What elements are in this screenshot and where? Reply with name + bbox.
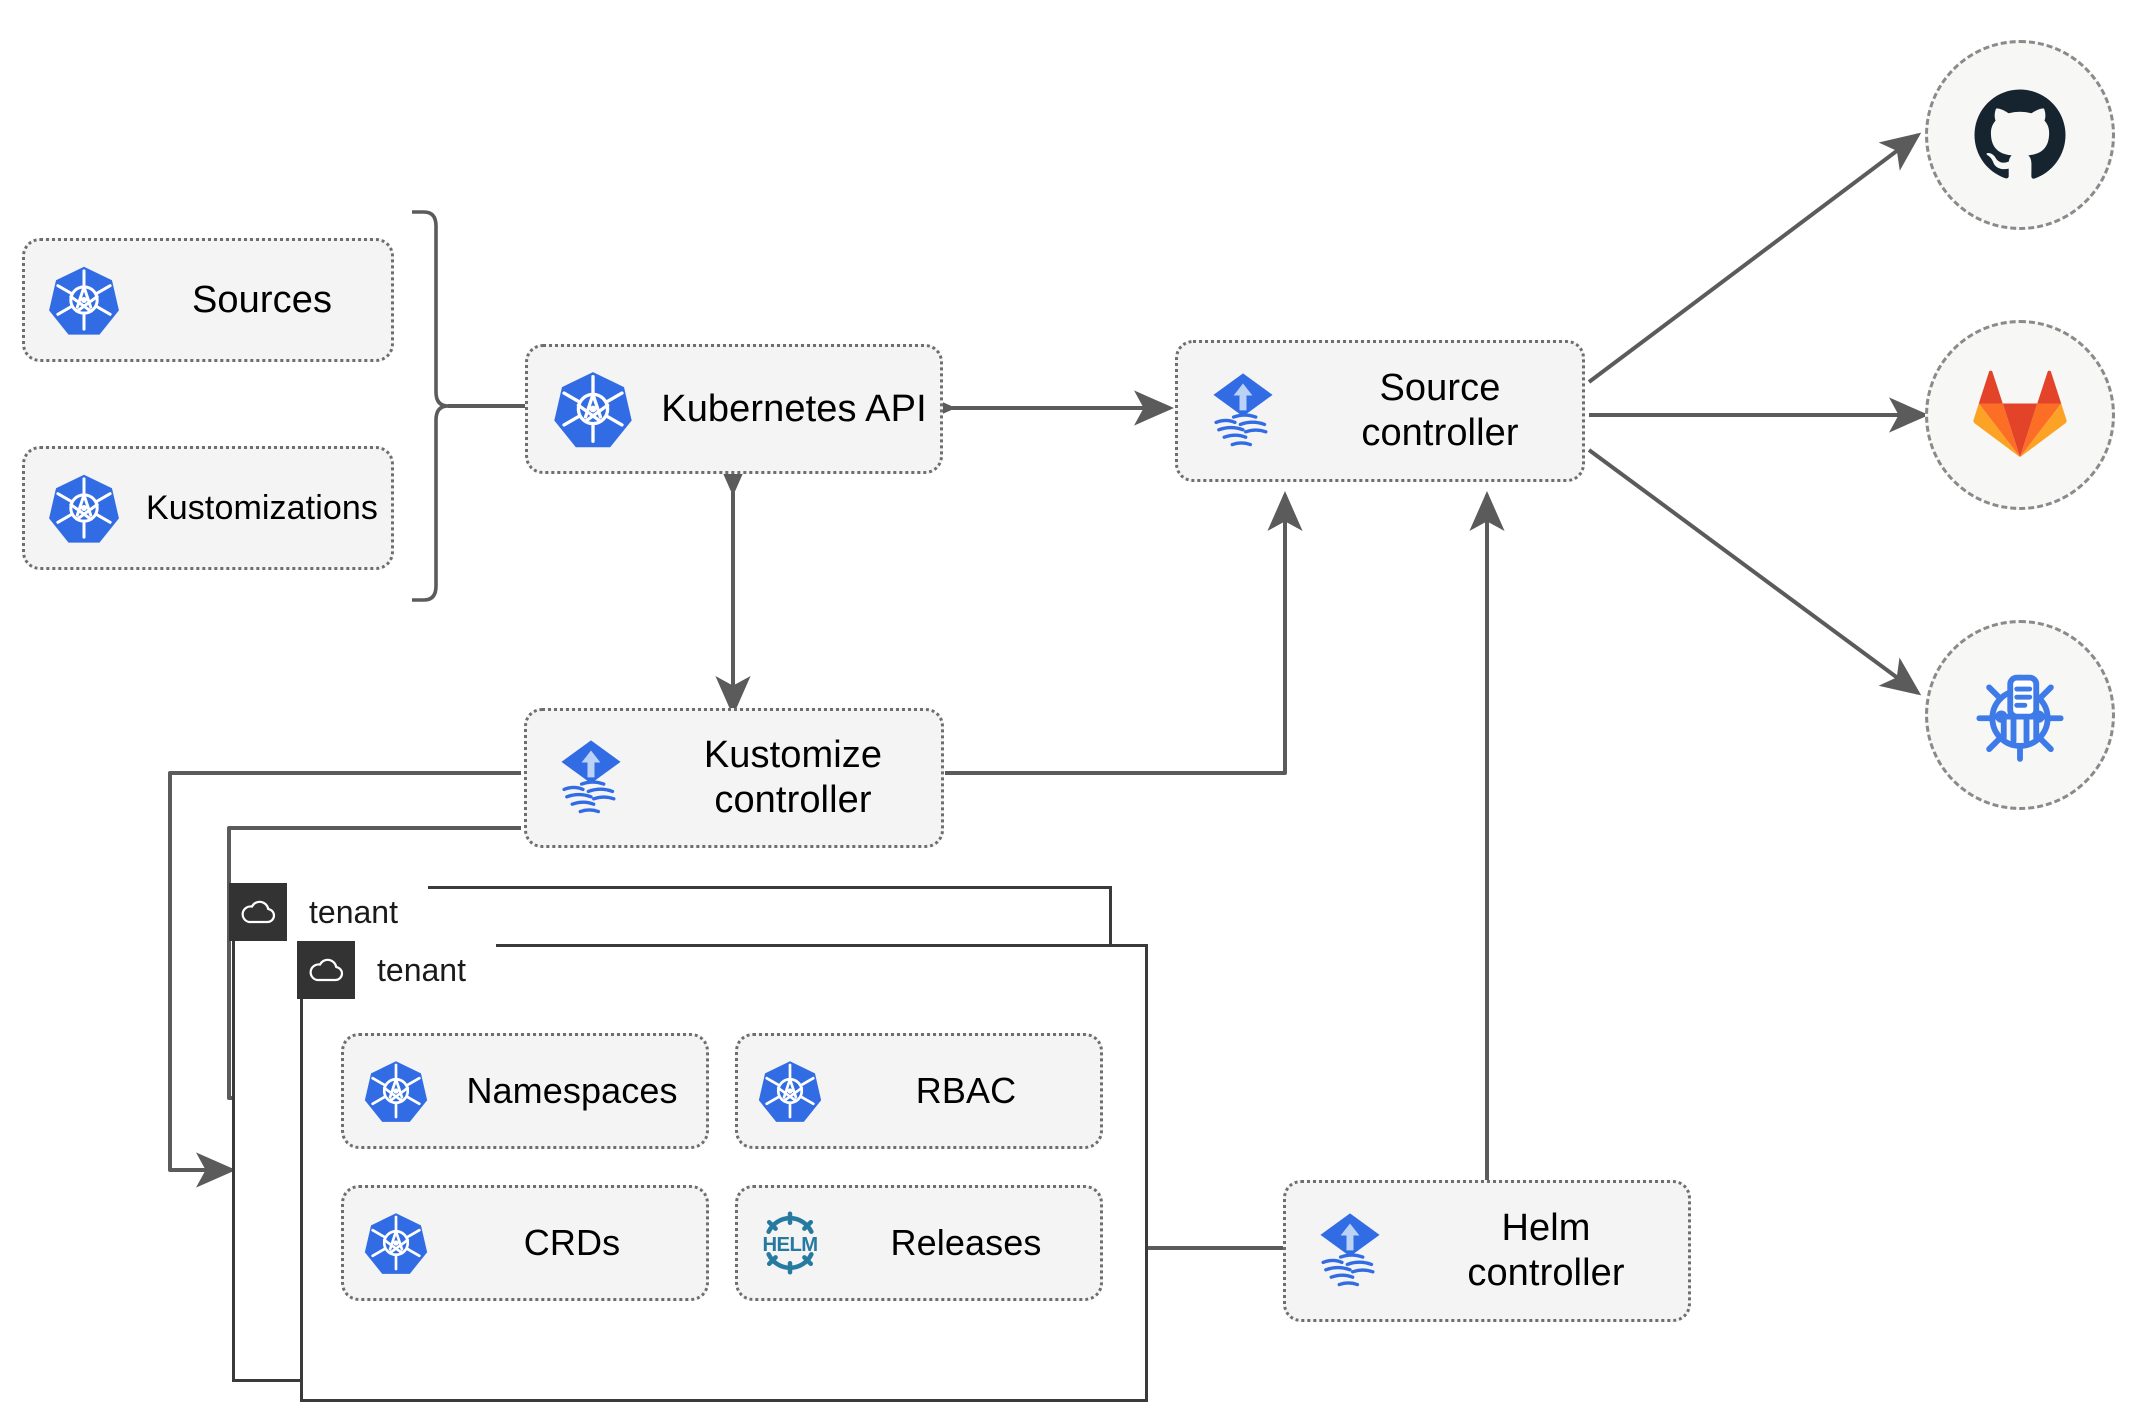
node-rbac[interactable]: RBAC bbox=[735, 1033, 1103, 1149]
kubernetes-icon bbox=[344, 1210, 448, 1276]
node-crds[interactable]: CRDs bbox=[341, 1185, 709, 1301]
helm-icon: HELM bbox=[738, 1207, 842, 1279]
node-label: Kustomizations bbox=[146, 488, 378, 527]
node-label: Releases bbox=[890, 1221, 1042, 1263]
node-github[interactable] bbox=[1925, 40, 2115, 230]
node-label: Namespaces bbox=[466, 1069, 678, 1111]
node-gitlab[interactable] bbox=[1925, 320, 2115, 510]
tenant-label: tenant bbox=[287, 883, 428, 941]
node-namespaces[interactable]: Namespaces bbox=[341, 1033, 709, 1149]
node-label: CRDs bbox=[523, 1221, 621, 1263]
kubernetes-icon bbox=[528, 368, 658, 450]
flux-icon bbox=[527, 735, 655, 821]
node-label: Source controller bbox=[1361, 367, 1519, 454]
node-helm-controller[interactable]: Helm controller bbox=[1283, 1180, 1691, 1322]
tenant-container-front[interactable] bbox=[300, 944, 1148, 1402]
tenant-label: tenant bbox=[355, 941, 496, 999]
node-label: Sources bbox=[191, 278, 333, 321]
tenant-header-back: tenant bbox=[229, 883, 428, 941]
node-releases[interactable]: HELM Releases bbox=[735, 1185, 1103, 1301]
node-kubernetes-api[interactable]: Kubernetes API bbox=[525, 344, 943, 474]
node-sources[interactable]: Sources bbox=[22, 238, 394, 362]
node-kustomizations[interactable]: Kustomizations bbox=[22, 446, 394, 570]
gitlab-icon bbox=[1973, 370, 2067, 458]
helm-repository-icon bbox=[1976, 674, 2064, 762]
cloud-icon bbox=[229, 883, 287, 941]
kubernetes-icon bbox=[344, 1058, 448, 1124]
tenant-header-front: tenant bbox=[297, 941, 496, 999]
github-icon bbox=[1974, 89, 2066, 179]
node-label: RBAC bbox=[915, 1069, 1017, 1111]
kubernetes-icon bbox=[25, 471, 143, 545]
node-label: Helm controller bbox=[1467, 1207, 1625, 1294]
flux-icon bbox=[1286, 1208, 1414, 1294]
cloud-icon bbox=[297, 941, 355, 999]
flux-icon bbox=[1178, 368, 1308, 454]
svg-text:HELM: HELM bbox=[762, 1234, 817, 1256]
node-kustomize-controller[interactable]: Kustomize controller bbox=[524, 708, 944, 848]
node-label: Kubernetes API bbox=[661, 387, 927, 430]
kubernetes-icon bbox=[738, 1058, 842, 1124]
node-label: Kustomize controller bbox=[703, 734, 883, 821]
kubernetes-icon bbox=[25, 263, 143, 337]
node-source-controller[interactable]: Source controller bbox=[1175, 340, 1585, 482]
node-helm-repository[interactable] bbox=[1925, 620, 2115, 810]
